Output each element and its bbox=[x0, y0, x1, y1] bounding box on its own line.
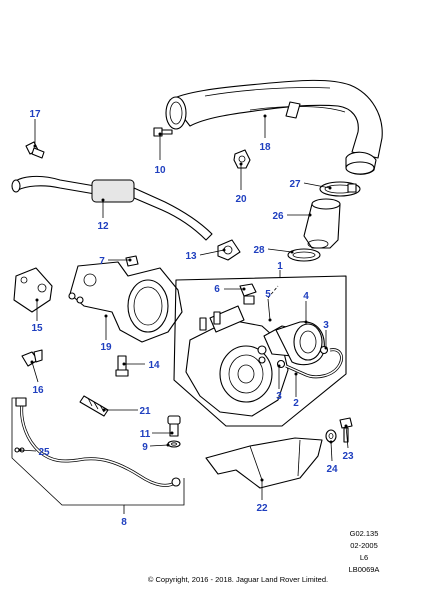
drawing-code: G02.135 bbox=[350, 529, 379, 538]
callout-3-lower: 3 bbox=[276, 391, 282, 402]
engine-code: L6 bbox=[360, 553, 368, 562]
callout-6: 6 bbox=[214, 284, 220, 295]
callout-26: 26 bbox=[272, 211, 284, 222]
callout-8: 8 bbox=[121, 517, 127, 528]
bolt-part-10 bbox=[153, 127, 173, 137]
callout-4: 4 bbox=[303, 291, 309, 302]
callout-labels: 17 10 18 20 12 13 27 26 28 7 1 6 5 4 3 1… bbox=[29, 109, 354, 528]
callout-27: 27 bbox=[289, 179, 301, 190]
washer-part-24 bbox=[325, 429, 337, 443]
callout-3-upper: 3 bbox=[323, 320, 329, 331]
exhaust-elbow-part-19 bbox=[68, 261, 183, 343]
callout-18: 18 bbox=[259, 142, 271, 153]
hose-clamp-part-28 bbox=[287, 248, 321, 262]
callout-20: 20 bbox=[235, 194, 247, 205]
oil-pipe-part-8 bbox=[15, 397, 181, 487]
callout-13: 13 bbox=[185, 251, 197, 262]
heat-shield-part-22 bbox=[205, 437, 323, 489]
washer-part-9 bbox=[167, 440, 181, 448]
callout-9: 9 bbox=[142, 442, 148, 453]
callout-12: 12 bbox=[97, 221, 109, 232]
reference-code: LB0069A bbox=[349, 565, 380, 574]
info-block: G02.135 02-2005 L6 LB0069A bbox=[349, 529, 380, 574]
callout-24: 24 bbox=[326, 464, 338, 475]
gasket-part-13 bbox=[217, 239, 241, 261]
bolt-part-23 bbox=[339, 417, 353, 443]
leader-dots bbox=[18, 114, 348, 482]
clip-part-20 bbox=[233, 149, 251, 169]
callout-19: 19 bbox=[100, 342, 112, 353]
clip-part-6 bbox=[239, 283, 257, 297]
callout-11: 11 bbox=[140, 429, 151, 440]
callout-14: 14 bbox=[148, 360, 160, 371]
callout-15: 15 bbox=[31, 323, 43, 334]
leader-lines bbox=[11, 116, 349, 514]
turbocharger-assembly-part-1 bbox=[173, 275, 347, 427]
callout-10: 10 bbox=[154, 165, 166, 176]
callout-23: 23 bbox=[342, 451, 354, 462]
pipe-part-12 bbox=[11, 175, 213, 241]
callout-17: 17 bbox=[29, 109, 41, 120]
bolt-part-14 bbox=[115, 355, 129, 377]
callout-22: 22 bbox=[256, 503, 268, 514]
callout-28: 28 bbox=[253, 245, 265, 256]
callout-7: 7 bbox=[99, 256, 105, 267]
bracket-part-15 bbox=[13, 267, 53, 313]
intake-hose-part-18 bbox=[165, 79, 383, 175]
callout-21: 21 bbox=[139, 406, 151, 417]
callout-1: 1 bbox=[277, 261, 283, 272]
callout-25: 25 bbox=[38, 447, 50, 458]
callout-5: 5 bbox=[265, 289, 271, 300]
stud-part-21 bbox=[79, 395, 109, 417]
bolt-part-16 bbox=[21, 349, 43, 367]
nut-part-7 bbox=[125, 255, 139, 267]
actuator-hose-part-2 bbox=[285, 348, 344, 379]
callout-2: 2 bbox=[293, 398, 299, 409]
hose-clamp-part-27 bbox=[319, 181, 361, 197]
drawing-date: 02-2005 bbox=[350, 541, 378, 550]
callout-16: 16 bbox=[32, 385, 44, 396]
coupler-part-26 bbox=[303, 198, 341, 249]
copyright-notice: © Copyright, 2016 - 2018. Jaguar Land Ro… bbox=[148, 575, 328, 584]
bolt-part-11 bbox=[167, 415, 181, 437]
